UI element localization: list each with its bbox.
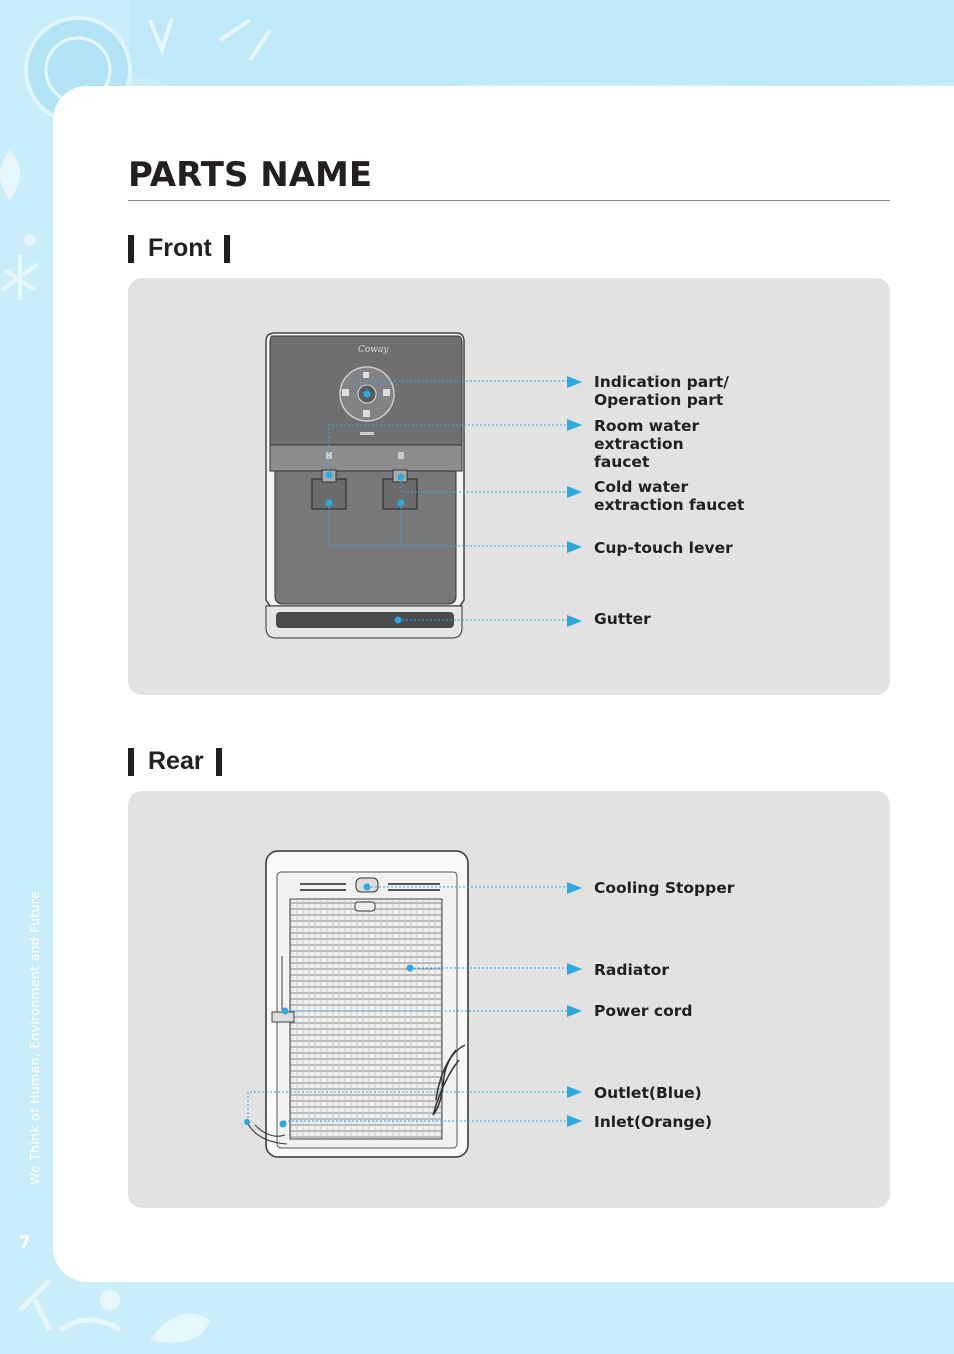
brand-logo: Coway [358, 345, 389, 355]
pointer-arrow [567, 541, 582, 553]
label-inlet-orange: Inlet(Orange) [594, 1113, 713, 1131]
pointer-arrow [567, 963, 582, 975]
title-divider [128, 200, 890, 201]
pointer-arrow [567, 486, 582, 498]
label-radiator: Radiator [594, 961, 669, 979]
pointer-arrow [567, 1115, 582, 1127]
front-heading-text: Front [148, 234, 212, 262]
rear-heading-text: Rear [148, 747, 204, 775]
pointer-arrow [567, 376, 582, 388]
label-indication-part: Indication part/ Operation part [594, 373, 729, 409]
page-number: 7 [19, 1233, 31, 1253]
label-room-water-faucet: Room water extraction faucet [594, 417, 700, 471]
pointer-arrow [567, 1005, 582, 1017]
front-section-heading: Front [128, 234, 230, 263]
page-title: PARTS NAME [128, 155, 373, 195]
label-gutter: Gutter [594, 610, 651, 628]
pointer-arrow [567, 615, 582, 627]
rear-diagram-panel [128, 791, 890, 1208]
pointer-arrow [567, 419, 582, 431]
pointer-arrow [567, 1086, 582, 1098]
heading-bar-right [215, 747, 222, 776]
label-cup-touch-lever: Cup-touch lever [594, 539, 733, 557]
heading-bar-left [128, 747, 134, 776]
label-power-cord: Power cord [594, 1002, 693, 1020]
front-diagram-panel [128, 278, 890, 695]
heading-bar-right [223, 234, 230, 263]
label-outlet-blue: Outlet(Blue) [594, 1084, 702, 1102]
label-cooling-stopper: Cooling Stopper [594, 879, 735, 897]
heading-bar-left [128, 234, 134, 263]
pointer-arrow [567, 882, 582, 894]
rear-section-heading: Rear [128, 747, 222, 776]
label-cold-water-faucet: Cold water extraction faucet [594, 478, 745, 514]
